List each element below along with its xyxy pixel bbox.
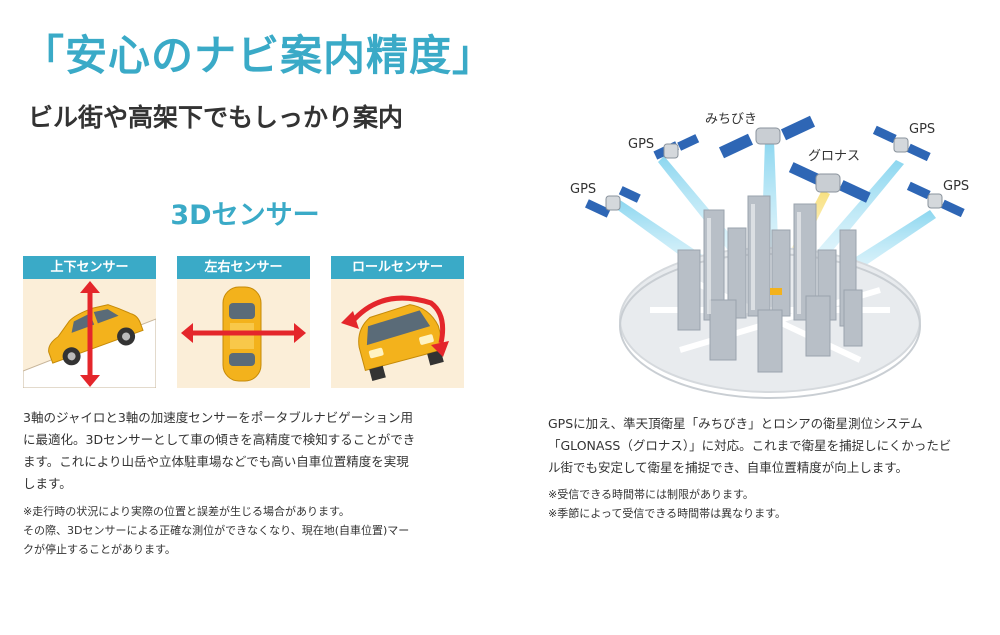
michibiki-label: みちびき bbox=[705, 112, 758, 127]
sensor-description: 3軸のジャイロと3軸の加速度センサーをポータブルナビゲーション用 に最適化。3D… bbox=[23, 407, 415, 495]
glonass-satellite-icon bbox=[788, 162, 871, 203]
roll-sensor-label: ロールセンサー bbox=[331, 256, 464, 279]
gps-label: GPS bbox=[570, 182, 597, 197]
page-subtitle: ビル街や高架下でもしっかり案内 bbox=[28, 103, 404, 132]
gps-satellite-icon bbox=[872, 125, 931, 162]
satellite-description-line: GPSに加え、準天頂衛星「みちびき」とロシアの衛星測位システム bbox=[548, 416, 923, 431]
car-on-slope-illustration bbox=[23, 281, 156, 388]
sensor-note-line: クが停止することがあります。 bbox=[23, 543, 176, 556]
satellite-description-line: 「GLONASS（グロナス）」に対応。これまで衛星を捕捉しにくかったビ bbox=[548, 438, 952, 453]
roll-arrow-icon bbox=[341, 295, 449, 357]
satellite-description: GPSに加え、準天頂衛星「みちびき」とロシアの衛星測位システム 「GLONASS… bbox=[548, 413, 951, 479]
sensor-note-line: その際、3Dセンサーによる正確な測位ができなくなり、現在地(自車位置)マー bbox=[23, 524, 410, 537]
car-marker-icon bbox=[770, 288, 782, 295]
gps-label: GPS bbox=[628, 137, 655, 152]
satellite-description-line: ル街でも安定して衛星を捕捉でき、自車位置精度が向上します。 bbox=[548, 460, 909, 475]
satellite-note-line: ※季節によって受信できる時間帯は異なります。 bbox=[548, 507, 787, 520]
sensor-note-line: ※走行時の状況により実際の位置と誤差が生じる場合があります。 bbox=[23, 505, 350, 518]
sensor-notes: ※走行時の状況により実際の位置と誤差が生じる場合があります。 その際、3Dセンサ… bbox=[23, 502, 409, 559]
vertical-arrow-icon bbox=[80, 281, 100, 387]
satellite-note-line: ※受信できる時間帯には制限があります。 bbox=[548, 488, 754, 501]
gps-satellite-icon bbox=[906, 181, 965, 218]
gps-label: GPS bbox=[943, 179, 970, 194]
sensor-heading: 3Dセンサー bbox=[170, 200, 320, 231]
sensor-description-line: 3軸のジャイロと3軸の加速度センサーをポータブルナビゲーション用 bbox=[23, 410, 414, 425]
car-top-view-illustration bbox=[181, 286, 306, 382]
roll-sensor-panel: ロールセンサー bbox=[331, 256, 464, 388]
sensor-description-line: ます。これにより山岳や立体駐車場などでも高い自車位置精度を実現 bbox=[23, 454, 409, 469]
gps-satellite-icon bbox=[585, 186, 641, 218]
glonass-label: グロナス bbox=[808, 149, 861, 164]
sensor-description-line: に最適化。3Dセンサーとして車の傾きを高精度で検知することができ bbox=[23, 432, 416, 447]
gps-label: GPS bbox=[909, 122, 936, 137]
gps-satellite-icon bbox=[653, 134, 700, 160]
satellite-notes: ※受信できる時間帯には制限があります。 ※季節によって受信できる時間帯は異なりま… bbox=[548, 485, 786, 523]
sensor-description-line: します。 bbox=[23, 476, 72, 491]
satellite-city-illustration bbox=[585, 115, 965, 399]
lateral-sensor-label: 左右センサー bbox=[177, 256, 310, 279]
lateral-sensor-panel: 左右センサー bbox=[177, 256, 310, 388]
lateral-arrow-icon bbox=[181, 323, 306, 343]
car-roll-illustration bbox=[341, 295, 449, 381]
michibiki-satellite-icon bbox=[718, 115, 816, 159]
city-buildings bbox=[677, 195, 863, 373]
page-title: 「安心のナビ案内精度」 bbox=[22, 31, 496, 80]
vertical-sensor-panel: 上下センサー bbox=[23, 256, 156, 388]
vertical-sensor-label: 上下センサー bbox=[23, 256, 156, 279]
